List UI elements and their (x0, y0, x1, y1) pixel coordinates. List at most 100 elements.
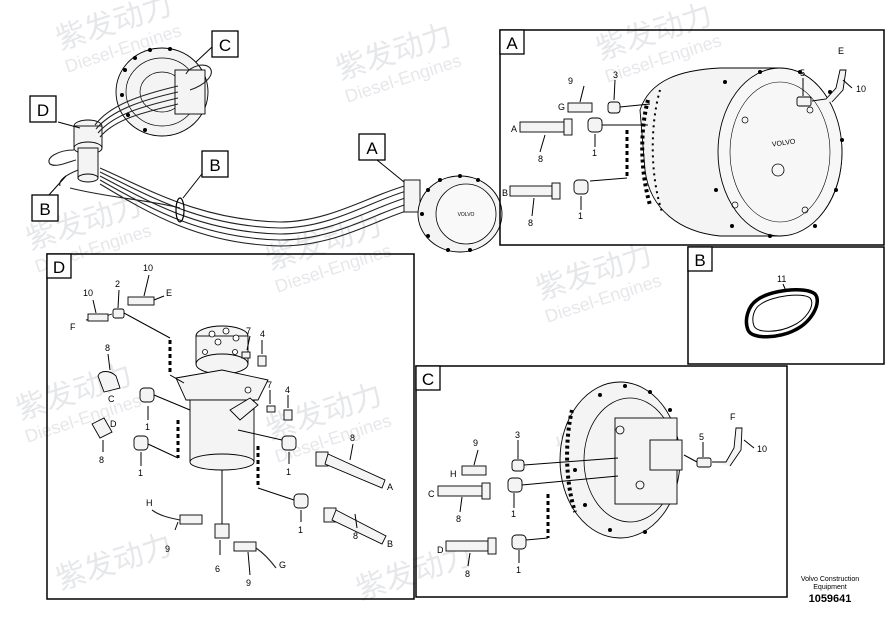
detail-title-box-C (415, 365, 441, 391)
part-label-1: 1 (511, 509, 516, 519)
part-label-1: 1 (592, 148, 597, 158)
callout-label-C: C (219, 36, 231, 55)
detail-title-D: D (53, 258, 65, 277)
adapter-1-C-1 (507, 477, 523, 493)
part-label-8: 8 (528, 218, 533, 228)
fitting-9-D-1 (179, 514, 203, 525)
part-label-9: 9 (568, 76, 573, 86)
detail-title-box-A (499, 29, 525, 55)
adapter-1-A-2 (573, 179, 589, 195)
adapter-1-A-1 (587, 117, 603, 133)
callout-label-A: A (366, 139, 378, 158)
part-label-1: 1 (138, 468, 143, 478)
part-label-3: 3 (613, 70, 618, 80)
connection-label-D: D (437, 545, 444, 555)
connection-label-C: C (108, 394, 115, 404)
fitting-9-C (461, 465, 487, 476)
hose-8-D-B (331, 509, 387, 545)
adapter-1-D-4 (293, 493, 309, 509)
connection-label-F: F (730, 412, 736, 422)
connection-label-F: F (70, 322, 76, 332)
svg-text:VOLVO: VOLVO (458, 212, 475, 218)
callout-label-B-2: B (209, 156, 220, 175)
part-label-1: 1 (578, 211, 583, 221)
detail-title-box-B (687, 246, 713, 272)
connection-label-H: H (450, 469, 457, 479)
part-label-10: 10 (143, 263, 153, 273)
detail-view-A: A VOLVO (499, 29, 885, 246)
callout-box-A (358, 133, 386, 161)
nipple-3-A (607, 101, 621, 114)
connection-label-C: C (428, 489, 435, 499)
connection-label-B: B (387, 539, 393, 549)
hose-end-8-A-2 (509, 185, 553, 197)
part-label-8: 8 (456, 514, 461, 524)
hose-10-D-left (87, 313, 109, 322)
part-label-9: 9 (473, 438, 478, 448)
detail-title-C: C (422, 370, 434, 389)
detail-title-box-D (46, 253, 72, 279)
hose-10-C (712, 427, 743, 467)
hose-end-8-C-2 (445, 540, 489, 552)
detail-frame-A (499, 29, 885, 246)
detail-title-B: B (694, 251, 705, 270)
connection-label-D: D (110, 419, 117, 429)
travel-motor-A: VOLVO (639, 67, 844, 238)
part-label-11: 11 (777, 274, 786, 284)
callout-label-B: B (39, 200, 50, 219)
hose-10-A (811, 69, 847, 103)
footer-drawing-number: 1059641 (808, 593, 852, 605)
part-label-8: 8 (105, 343, 110, 353)
overview-assembly: VOLVO D C B B A (29, 30, 503, 253)
connection-label-A: A (387, 482, 393, 492)
detail-title-A: A (506, 34, 518, 53)
part-label-1: 1 (286, 467, 291, 477)
part-label-7: 7 (246, 326, 251, 336)
detail-frame-D (46, 253, 415, 600)
adapter-1-D-1 (139, 387, 155, 403)
detail-frame-C (415, 365, 788, 598)
callout-box-C (211, 30, 239, 58)
tee-6-D (214, 523, 230, 539)
part-label-1: 1 (516, 565, 521, 575)
bolt-4-D-2 (283, 409, 293, 421)
adapter-1-D-2 (133, 435, 149, 451)
fitting-9-A (567, 102, 593, 113)
tee-2-D (112, 308, 125, 319)
hose-end-8-C-1 (437, 485, 483, 497)
part-label-1: 1 (298, 525, 303, 535)
part-label-9: 9 (165, 544, 170, 554)
part-label-5: 5 (699, 432, 704, 442)
hose-end-8-A-1 (519, 121, 565, 133)
overview-travel-motor-bottom: VOLVO (417, 174, 503, 253)
overview-hoses-top (94, 85, 179, 138)
detail-view-C: C (415, 365, 788, 598)
bolt-4-D-1 (257, 355, 267, 367)
swivel-joint-D (175, 325, 269, 471)
part-label-5: 5 (800, 68, 805, 78)
part-label-9: 9 (246, 578, 251, 588)
overview-hose-clamp (175, 197, 185, 223)
part-label-7: 7 (267, 380, 272, 390)
hose-10-D-right (127, 296, 155, 306)
nipple-3-C (511, 459, 525, 472)
part-label-8: 8 (350, 433, 355, 443)
callout-box-D (29, 95, 57, 123)
overview-travel-motor-top (115, 47, 212, 137)
fitting-9-D-2 (233, 541, 257, 552)
part-label-4: 4 (260, 329, 265, 339)
part-label-6: 6 (215, 564, 220, 574)
part-label-2: 2 (115, 279, 120, 289)
part-label-8: 8 (99, 455, 104, 465)
part-label-3: 3 (515, 430, 520, 440)
part-label-10: 10 (83, 288, 93, 298)
part-label-8: 8 (465, 569, 470, 579)
hose-8-D-A (324, 453, 386, 489)
detail-frame-B (687, 246, 885, 365)
elbow-8-D-D (91, 417, 113, 439)
part-label-8: 8 (538, 154, 543, 164)
footer-company: Volvo Construction Equipment (800, 576, 860, 591)
part-label-10: 10 (856, 84, 866, 94)
